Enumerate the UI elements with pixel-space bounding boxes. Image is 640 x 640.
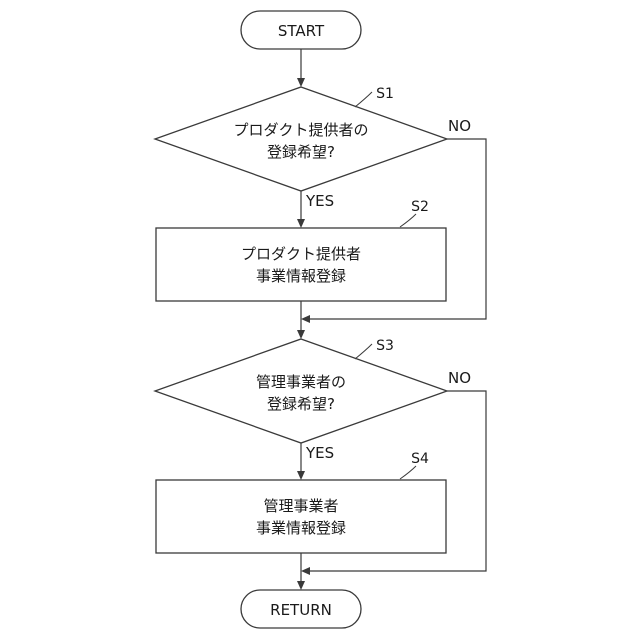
- s3-no-label: NO: [448, 369, 471, 387]
- start-terminal: START: [241, 11, 361, 49]
- return-label: RETURN: [270, 601, 332, 619]
- step-tag-s4: S4: [411, 451, 429, 467]
- process-s4-line2: 事業情報登録: [256, 519, 346, 537]
- step-tag-s1: S1: [376, 86, 394, 102]
- s1-no-label: NO: [448, 117, 471, 135]
- arrow-start-to-s1: [297, 49, 305, 87]
- s1-leader: [355, 92, 372, 107]
- decision-s1-line1: プロダクト提供者の: [233, 121, 368, 139]
- process-s2-line1: プロダクト提供者: [241, 245, 361, 263]
- step-tag-s2: S2: [411, 199, 429, 215]
- decision-s1-line2: 登録希望?: [267, 143, 335, 161]
- process-s4: 管理事業者 事業情報登録: [156, 480, 446, 553]
- process-s2-line2: 事業情報登録: [256, 267, 346, 285]
- step-tag-s3: S3: [376, 338, 394, 354]
- arrow-s3-yes-to-s4: [297, 443, 305, 480]
- start-label: START: [278, 22, 325, 40]
- return-terminal: RETURN: [241, 590, 361, 628]
- arrow-s1-yes-to-s2: [297, 191, 305, 228]
- decision-s1: プロダクト提供者の 登録希望?: [155, 87, 447, 191]
- s3-yes-label: YES: [305, 444, 334, 462]
- decision-s3: 管理事業者の 登録希望?: [155, 339, 447, 443]
- s2-leader: [400, 214, 416, 227]
- s4-leader: [400, 466, 416, 479]
- decision-s3-line1: 管理事業者の: [256, 373, 346, 391]
- s1-yes-label: YES: [305, 192, 334, 210]
- process-s2: プロダクト提供者 事業情報登録: [156, 228, 446, 301]
- s3-leader: [355, 344, 372, 359]
- process-s4-line1: 管理事業者: [263, 497, 338, 515]
- decision-s3-line2: 登録希望?: [267, 395, 335, 413]
